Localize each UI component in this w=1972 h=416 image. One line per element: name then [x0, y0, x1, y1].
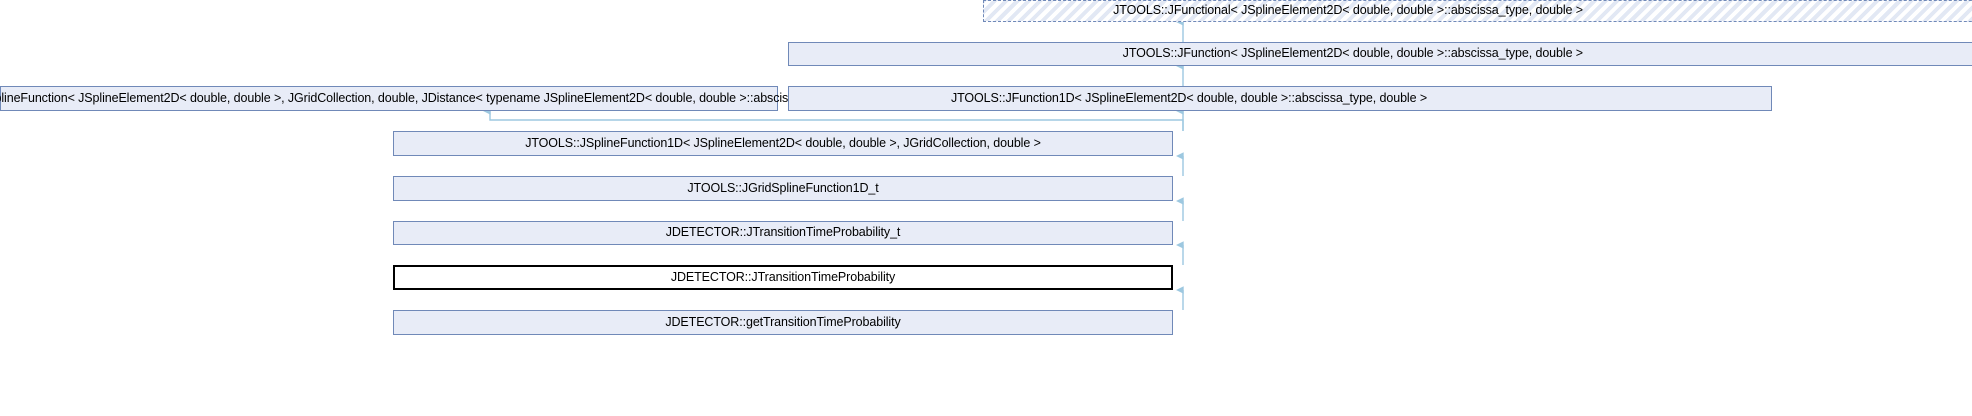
- edge-jsplinefunction1d-jsplinefunction: [483, 107, 1184, 131]
- node-jfunction1d[interactable]: JTOOLS::JFunction1D< JSplineElement2D< d…: [788, 86, 1772, 111]
- node-gettransitiontimeprobability-label: JDETECTOR::getTransitionTimeProbability: [665, 314, 901, 329]
- node-jtransitiontimeprobability-label: JDETECTOR::JTransitionTimeProbability: [670, 269, 896, 284]
- node-jsplinefunction-label: JTOOLS::JSplineFunction< JSplineElement2…: [0, 90, 853, 105]
- node-jsplinefunction1d[interactable]: JTOOLS::JSplineFunction1D< JSplineElemen…: [393, 131, 1173, 156]
- node-jtransitiontimeprobability[interactable]: JDETECTOR::JTransitionTimeProbability: [393, 265, 1173, 290]
- node-jfunction1d-label: JTOOLS::JFunction1D< JSplineElement2D< d…: [950, 90, 1428, 105]
- node-jtransitiontimeprobability-t-label: JDETECTOR::JTransitionTimeProbability_t: [665, 225, 901, 240]
- node-jfunction[interactable]: JTOOLS::JFunction< JSplineElement2D< dou…: [788, 42, 1972, 66]
- node-jtransitiontimeprobability-t[interactable]: JDETECTOR::JTransitionTimeProbability_t: [393, 221, 1173, 245]
- node-jfunctional-label: JTOOLS::JFunctional< JSplineElement2D< d…: [1113, 3, 1583, 18]
- node-gettransitiontimeprobability[interactable]: JDETECTOR::getTransitionTimeProbability: [393, 310, 1173, 335]
- node-jsplinefunction[interactable]: JTOOLS::JSplineFunction< JSplineElement2…: [0, 86, 853, 111]
- node-jgridsplinefunction1d-t[interactable]: JTOOLS::JGridSplineFunction1D_t: [393, 176, 1173, 201]
- node-jfunctional[interactable]: JTOOLS::JFunctional< JSplineElement2D< d…: [983, 0, 1972, 22]
- node-jfunction-label: JTOOLS::JFunction< JSplineElement2D< dou…: [1122, 46, 1583, 61]
- node-jsplinefunction1d-label: JTOOLS::JSplineFunction1D< JSplineElemen…: [525, 135, 1041, 150]
- node-jgridsplinefunction1d-t-label: JTOOLS::JGridSplineFunction1D_t: [687, 180, 879, 195]
